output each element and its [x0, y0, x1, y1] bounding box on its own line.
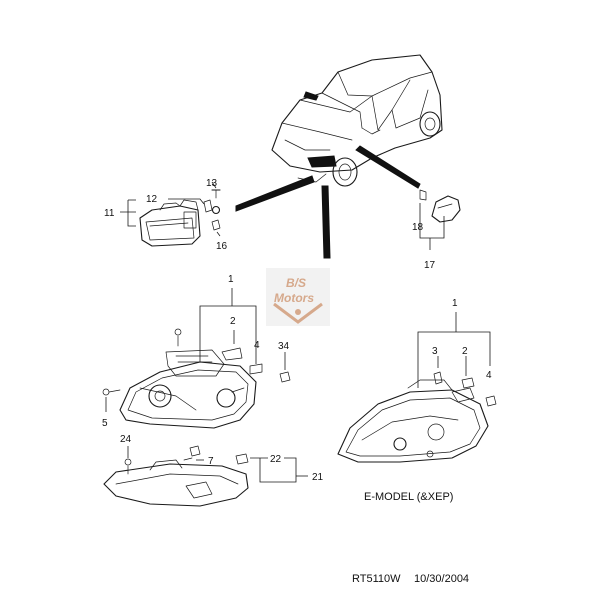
callout-2-left: 2	[230, 316, 236, 327]
callout-2-e: 2	[462, 346, 468, 357]
callout-24: 24	[120, 434, 132, 445]
callout-5: 5	[102, 418, 108, 429]
callout-12: 12	[146, 194, 158, 205]
pointer-to-headlamp	[321, 185, 331, 259]
callout-22: 22	[270, 454, 282, 465]
pointer-to-foglamp	[235, 175, 315, 212]
callout-7: 7	[208, 456, 214, 467]
callout-4-e: 4	[486, 370, 492, 381]
callout-34: 34	[278, 341, 290, 352]
side-marker-assembly	[419, 189, 461, 223]
watermark-line1: B/S	[286, 276, 306, 290]
callout-18: 18	[412, 222, 424, 233]
headlamp-e-model	[337, 371, 497, 463]
car-illustration	[271, 54, 443, 187]
pointer-to-side-lamp	[355, 145, 421, 189]
callout-11: 11	[104, 208, 115, 219]
drawing-date: 10/30/2004	[414, 573, 469, 585]
drawing-code: RT5110W	[352, 573, 401, 585]
callout-17: 17	[424, 260, 436, 271]
e-model-label: E-MODEL (&XEP)	[364, 491, 453, 503]
callout-1-e: 1	[452, 298, 458, 309]
watermark-line2: Motors	[274, 291, 314, 305]
headlamp-left	[102, 328, 291, 429]
callout-13: 13	[206, 178, 218, 189]
fog-lamp-assembly	[139, 189, 221, 247]
callout-4-left: 4	[254, 340, 260, 351]
callout-1-left: 1	[228, 274, 234, 285]
callout-21: 21	[312, 472, 324, 483]
callout-3-e: 3	[432, 346, 438, 357]
watermark-logo: B/S Motors	[266, 268, 330, 326]
corner-lamp	[103, 445, 249, 507]
callout-16: 16	[216, 241, 228, 252]
